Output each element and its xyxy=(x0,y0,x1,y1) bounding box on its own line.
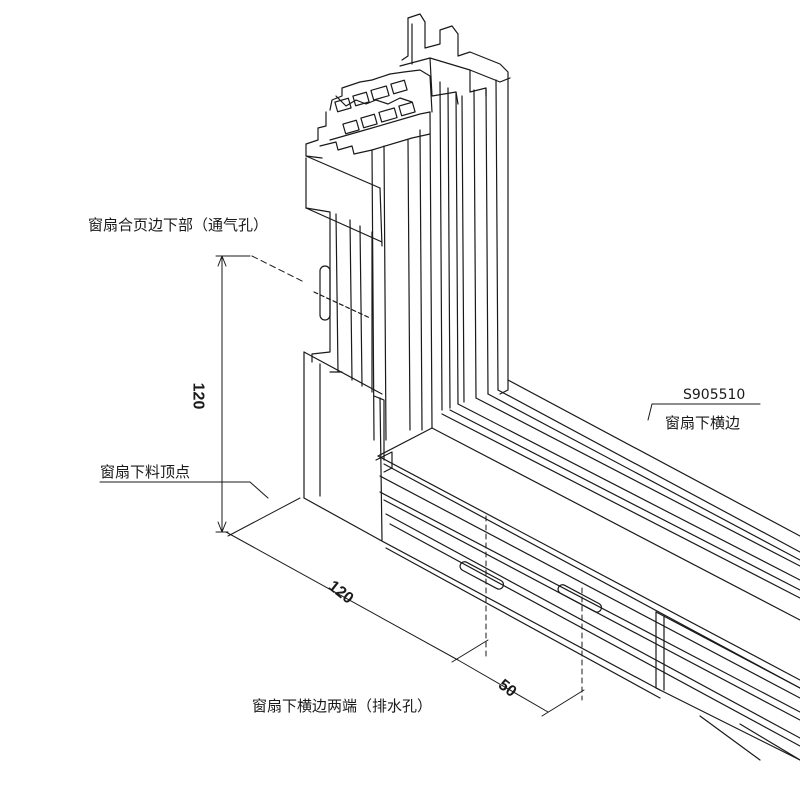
drain-hole-label: 窗扇下横边两端（排水孔） xyxy=(252,697,433,715)
hinge-side-vent-label: 窗扇合页边下部（通气孔） xyxy=(88,216,269,234)
bottom-rail-profile xyxy=(375,379,800,761)
dimension-lines xyxy=(99,255,761,717)
sash-bottom-top-point-label: 窗扇下料顶点 xyxy=(100,463,191,481)
drain-slot-2 xyxy=(557,584,603,613)
hinge-side-lower-block xyxy=(303,351,385,541)
vent-slot xyxy=(319,265,331,321)
sash-bottom-rail-label: 窗扇下横边 xyxy=(665,414,741,432)
dimension-vertical-120: 120 xyxy=(189,382,207,410)
frame-vertical-profile xyxy=(399,13,511,411)
profile-code-label: S905510 xyxy=(683,387,746,403)
drain-slot-1 xyxy=(459,561,505,590)
hinge-side-face xyxy=(305,155,383,393)
sash-profile-section xyxy=(305,69,433,457)
